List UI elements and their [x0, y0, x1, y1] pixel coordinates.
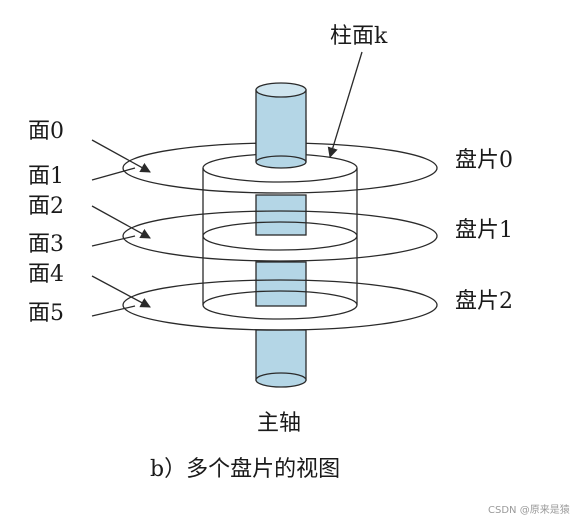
cylinder-middle-ring	[202, 221, 358, 251]
cylinder-label: 柱面k	[330, 24, 388, 49]
spindle-top-ring	[255, 155, 307, 169]
cylinder-k	[202, 120, 358, 320]
pointer-surface-5	[91, 305, 136, 317]
spindle-segment-1	[255, 194, 307, 236]
surface-label-1: 面1	[28, 164, 64, 189]
spindle	[255, 82, 307, 388]
spindle-segment-2	[255, 261, 307, 307]
surface-label-5: 面5	[28, 301, 64, 326]
platter-label-0: 盘片0	[455, 148, 513, 173]
pointer-surface-1	[91, 167, 136, 181]
arrow-surface-2	[91, 205, 151, 239]
spindle-top-cap	[255, 82, 307, 98]
surface-label-3: 面3	[28, 232, 64, 257]
platter-1	[122, 210, 438, 262]
spindle-top-overlay	[256, 120, 306, 162]
platter-label-1: 盘片1	[455, 218, 513, 243]
cylinder-label-group: 柱面k	[327, 24, 388, 158]
surface-labels: 面0 面1 面2 面3 面4 面5	[28, 119, 151, 326]
figure-caption: b）多个盘片的视图	[150, 457, 340, 482]
platter-2	[122, 279, 438, 331]
arrow-cylinder	[327, 51, 363, 158]
surface-label-2: 面2	[28, 194, 64, 219]
arrow-surface-4	[91, 275, 151, 308]
platter-labels: 盘片0 盘片1 盘片2	[455, 148, 513, 314]
pointer-surface-3	[91, 235, 136, 247]
platter-label-2: 盘片2	[455, 289, 513, 314]
watermark: CSDN @原来是猿	[488, 503, 570, 516]
spindle-bottom-cap	[255, 372, 307, 388]
cylinder-bottom-ring	[202, 290, 358, 320]
surface-label-4: 面4	[28, 262, 64, 287]
spindle-label: 主轴	[257, 411, 301, 436]
surface-label-0: 面0	[28, 119, 64, 144]
arrow-surface-0	[91, 139, 151, 173]
